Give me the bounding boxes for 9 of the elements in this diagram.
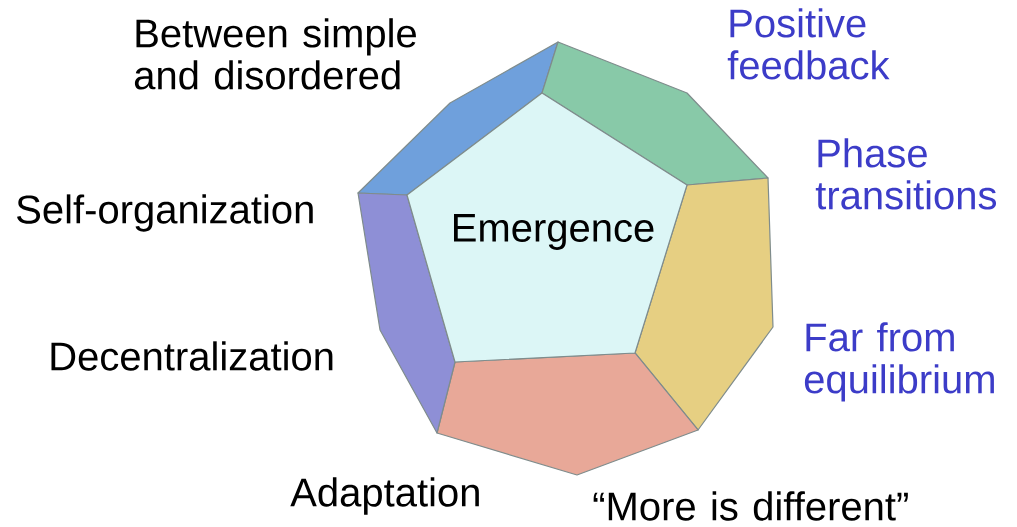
pentagon-box: Emergence bbox=[406, 92, 688, 363]
label-text: Adaptation bbox=[290, 477, 479, 515]
label-text: Self-organization bbox=[17, 194, 313, 232]
label-text: “More is different” bbox=[593, 491, 908, 521]
label-text: Phase transitions bbox=[815, 138, 997, 210]
label-text: Between simple and disordered bbox=[134, 18, 416, 90]
label-text: Positive feedback bbox=[727, 8, 890, 80]
label-text: Far from equilibrium bbox=[804, 322, 994, 402]
label-text: Decentralization bbox=[51, 341, 333, 371]
